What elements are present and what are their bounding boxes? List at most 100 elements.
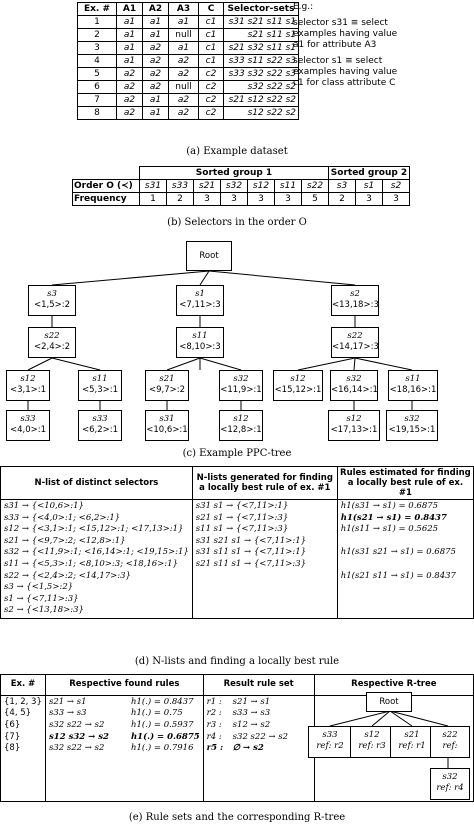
caption-b: (b) Selectors in the order O [167, 217, 307, 228]
tree-node: s12<17,13>:1 [328, 410, 380, 441]
tree-node: s1<7,11>:3 [176, 285, 224, 316]
tree-node-label: <16,14>:1 [331, 385, 378, 395]
tree-node: s11<8,10>:3 [176, 327, 224, 358]
nlist-line: s1 → {<7,11>:3} [4, 593, 79, 604]
order-frequency: 3 [220, 192, 248, 206]
found-rule-row: s32 s22 → s2 h1(.) = 0.5937 [49, 720, 200, 732]
found-rule-score: h1(.) = 0.6875 [131, 731, 200, 742]
nlist-line: s31 s1 → {<7,11>:1} [195, 501, 289, 511]
tree-node-selector: s11 [192, 331, 208, 341]
tree-node-selector: s33 [92, 414, 108, 424]
tree-node: s33<6,2>:1 [78, 410, 122, 441]
result-rule-row: r5 :∅ → s2 [207, 743, 311, 755]
rtree-node-ref: ref: r3 [358, 741, 386, 751]
nlist-line: h1(s31 s21 → s1) = 0.6875 [340, 547, 456, 558]
tree-node: s33<4,0>:1 [6, 410, 50, 441]
found-rule-score: h1(.) = 0.8437 [131, 696, 194, 707]
rtree-node-ref: ref: [442, 741, 458, 751]
tree-node-label: <15,12>:1 [274, 385, 322, 395]
example-1-line: selector s31 ≡ select [293, 18, 388, 28]
found-rule-score: h1(.) = 0.75 [131, 708, 183, 719]
tree-node-selector: s1 [195, 289, 205, 299]
rtree-root: Root [366, 692, 412, 712]
tree-node: s32<19,15>:1 [386, 410, 438, 441]
tree-node: s11<5,3>:1 [78, 370, 122, 401]
nlist-line: s12 → {<3,1>:1; <15,12>:1; <17,13>:1} [4, 524, 184, 535]
rtree-node-selector: s33 [322, 730, 338, 740]
nlist-line: s3 → {<1,5>:2} [4, 582, 74, 593]
tree-node-label: <11,9>:1 [220, 385, 262, 395]
tree-node: s12<12,8>:1 [219, 410, 263, 441]
result-rule-id: r4 : [206, 731, 222, 742]
tree-root: Root [186, 241, 232, 271]
nlist-line: s11 s1 → {<7,11>:3} [195, 524, 289, 535]
found-rule: s32 s22 → s2 [49, 720, 105, 731]
nlist-line: s31 s11 s1 → {<7,11>:1} [195, 547, 307, 558]
tree-node-label: <9,7>:2 [148, 385, 186, 395]
tree-node-selector: s32 [346, 374, 362, 384]
caption-e: (e) Rule sets and the corresponding R-tr… [128, 812, 346, 823]
result-rule: s32 s22 → s2 [232, 731, 289, 742]
tree-node-label: <12,8>:1 [220, 425, 262, 435]
result-rule-row: r1 :s21 → s1 [207, 697, 311, 709]
nlist-line: s32 → {<11,9>:1; <16,14>:1; <19,15>:1} [4, 547, 189, 558]
tree-node-selector: s11 [405, 374, 421, 384]
found-rule-row: s12 s32 → s2 h1(.) = 0.6875 [49, 732, 200, 744]
result-rule: s33 → s3 [232, 708, 271, 719]
rtree-node-ref: ref: r4 [436, 783, 464, 793]
tree-node-selector: s32 [233, 374, 249, 384]
tree-node-label: <17,13>:1 [330, 425, 378, 435]
example-1-line: examples having value [293, 29, 398, 39]
nlist-line: s33 → {<4,0>:1; <6,2>:1} [4, 512, 121, 523]
found-rule-score: h1(.) = 0.5937 [131, 720, 194, 731]
tree-node-label: <10,6>:1 [146, 425, 188, 435]
nlist-line: s21 → {<9,7>:2; <12,8>:1} [4, 535, 126, 546]
nlist-line: s2 → {<13,18>:3} [4, 605, 84, 616]
example-2-line: selector s1 ≡ select [293, 56, 383, 66]
tree-node-selector: s12 [20, 374, 36, 384]
tree-node-label: <2,4>:2 [33, 342, 71, 352]
tree-node-selector: s12 [290, 374, 306, 384]
rules-header: Ex. # [0, 674, 46, 696]
nlist-col1: s31 → {<10,6>:1}s33 → {<4,0>:1; <6,2>:1}… [0, 499, 193, 619]
result-rule-row: r4 : s32 s22 → s2 [207, 732, 311, 744]
rules-header: Result rule set [202, 674, 315, 696]
tree-node: s3<1,5>:2 [28, 285, 76, 316]
nlist-table: N-list of distinct selectors N-lists gen… [0, 466, 474, 619]
tree-node-label: <19,15>:1 [388, 425, 436, 435]
tree-node-selector: s32 [404, 414, 420, 424]
tree-node-label: <14,17>:3 [332, 342, 379, 352]
nlist-line: s22 → {<2,4>:2; <14,17>:3} [4, 570, 131, 581]
tree-node: s12<3,1>:1 [6, 370, 50, 401]
tree-node: s31<10,6>:1 [145, 410, 189, 441]
tree-node-label: <3,1>:1 [9, 385, 47, 395]
tree-node-label: <13,18>:3 [332, 300, 379, 310]
found-rule: s32 s22 → s2 [49, 743, 105, 754]
result-rule-id: r2 : [206, 708, 222, 719]
result-rule-row: r3 :s12 → s2 [207, 720, 311, 732]
tree-node: s22<14,17>:3 [331, 327, 379, 358]
found-rule-row: s21 → s1 h1(.) = 0.8437 [49, 697, 200, 709]
rtree-node-selector: s12 [364, 730, 380, 740]
rtree-node-selector: s21 [404, 730, 420, 740]
rules-ex: {4, 5} [4, 708, 32, 719]
found-rule: s12 s32 → s2 [49, 731, 109, 742]
found-rule: s21 → s1 [49, 696, 87, 707]
example-1-line: a1 for attribute A3 [293, 40, 377, 50]
result-rule-id: r5 : [206, 743, 224, 754]
nlist-col2: s31 s1 → {<7,11>:1}s21 s1 → {<7,11>:3}s1… [191, 499, 338, 619]
caption-c: (c) Example PPC-tree [182, 448, 292, 459]
